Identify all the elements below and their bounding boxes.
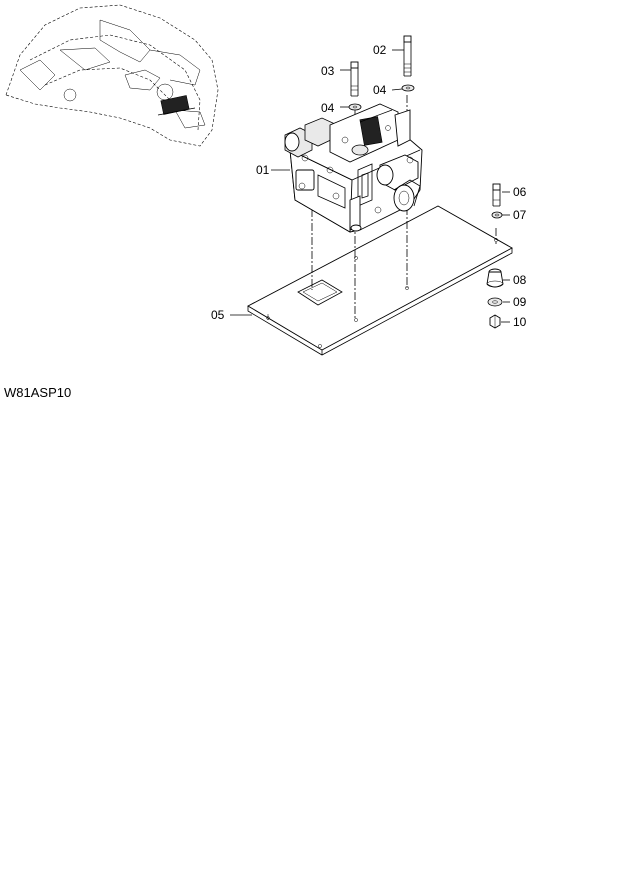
- callout-06: 06: [513, 185, 527, 199]
- nut-10: [489, 314, 501, 329]
- drawing-code: W81ASP10: [4, 385, 71, 400]
- callout-01: 01: [256, 163, 270, 177]
- mounting-plate: [247, 205, 513, 356]
- callout-07: 07: [513, 208, 527, 222]
- washer-09: [487, 297, 503, 307]
- callout-09: 09: [513, 295, 527, 309]
- callout-03: 03: [321, 64, 335, 78]
- rubber-mount-08: [486, 268, 504, 288]
- callout-10: 10: [513, 315, 527, 329]
- callout-04-right: 04: [373, 83, 387, 97]
- washer-04-left: [348, 103, 362, 111]
- callout-02: 02: [373, 43, 387, 57]
- machine-location-sketch: [5, 4, 219, 147]
- callout-04-left: 04: [321, 101, 335, 115]
- washer-07: [491, 211, 503, 219]
- leader-lines: [230, 49, 510, 323]
- bolt-02: [403, 35, 412, 77]
- washer-04-right: [401, 84, 415, 92]
- bolt-03: [350, 61, 359, 97]
- bolt-06: [492, 183, 501, 207]
- control-valve: [284, 103, 423, 233]
- valve-location-marker: [157, 95, 196, 116]
- callout-05: 05: [211, 308, 225, 322]
- callout-08: 08: [513, 273, 527, 287]
